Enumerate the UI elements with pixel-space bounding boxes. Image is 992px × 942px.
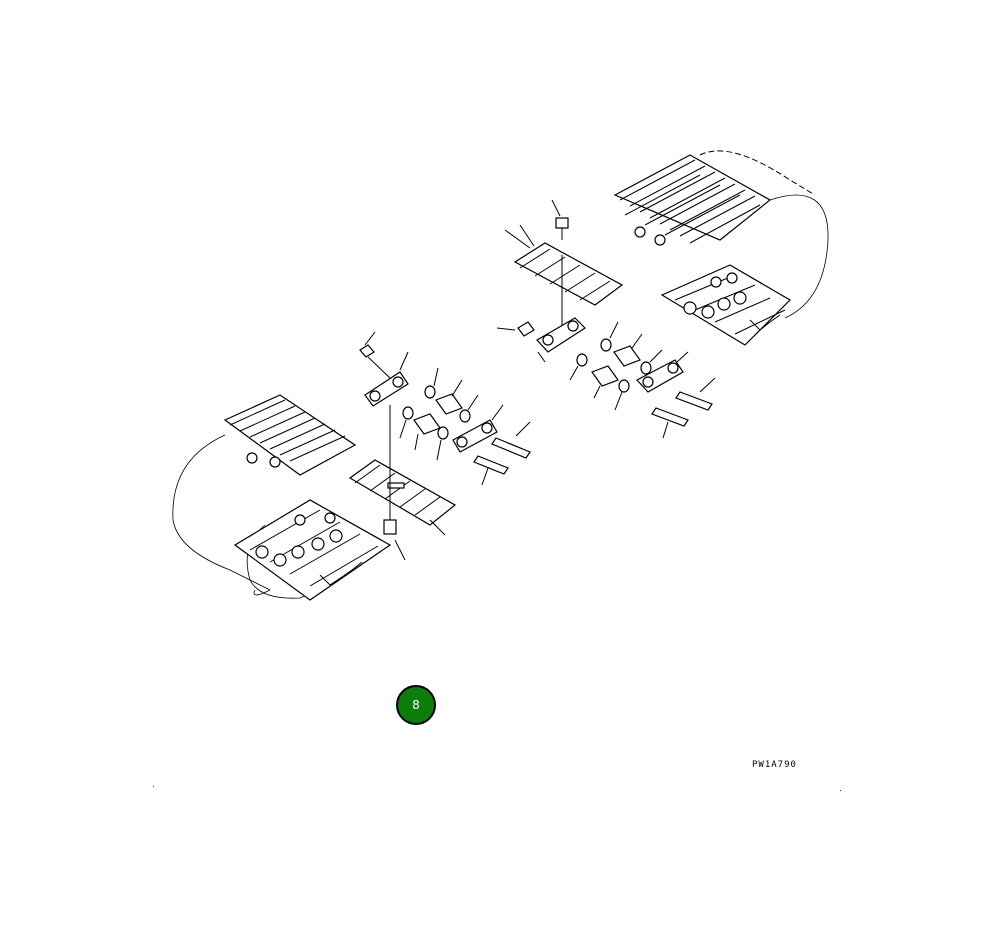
corner-mark-right [840,790,841,791]
link-upper-right [636,351,689,393]
pins [473,377,716,486]
drawing-code: PW1A790 [752,760,797,770]
link-lower-left [364,351,409,407]
bolt-upper [551,199,569,330]
track-chain-lower-right [660,264,791,346]
track-shoe-group-upper-left [223,394,357,476]
nut-upper [496,321,535,337]
corner-mark-left [153,786,154,787]
lower-track-shoe [348,459,457,536]
bushings [413,333,643,451]
leader-lines [519,224,535,247]
track-chain-lower-left [233,499,392,601]
page-number-badge[interactable]: 8 [396,685,436,725]
bolt-lower [383,405,406,561]
right-track-assembly [613,150,829,346]
link-lower-right [452,404,504,453]
nut-lower [359,331,391,379]
track-shoe-group-upper-right [613,154,772,246]
upper-track-shoe [504,229,624,306]
link-upper-left [536,317,586,363]
seals [399,321,663,461]
left-track-assembly [172,394,392,601]
